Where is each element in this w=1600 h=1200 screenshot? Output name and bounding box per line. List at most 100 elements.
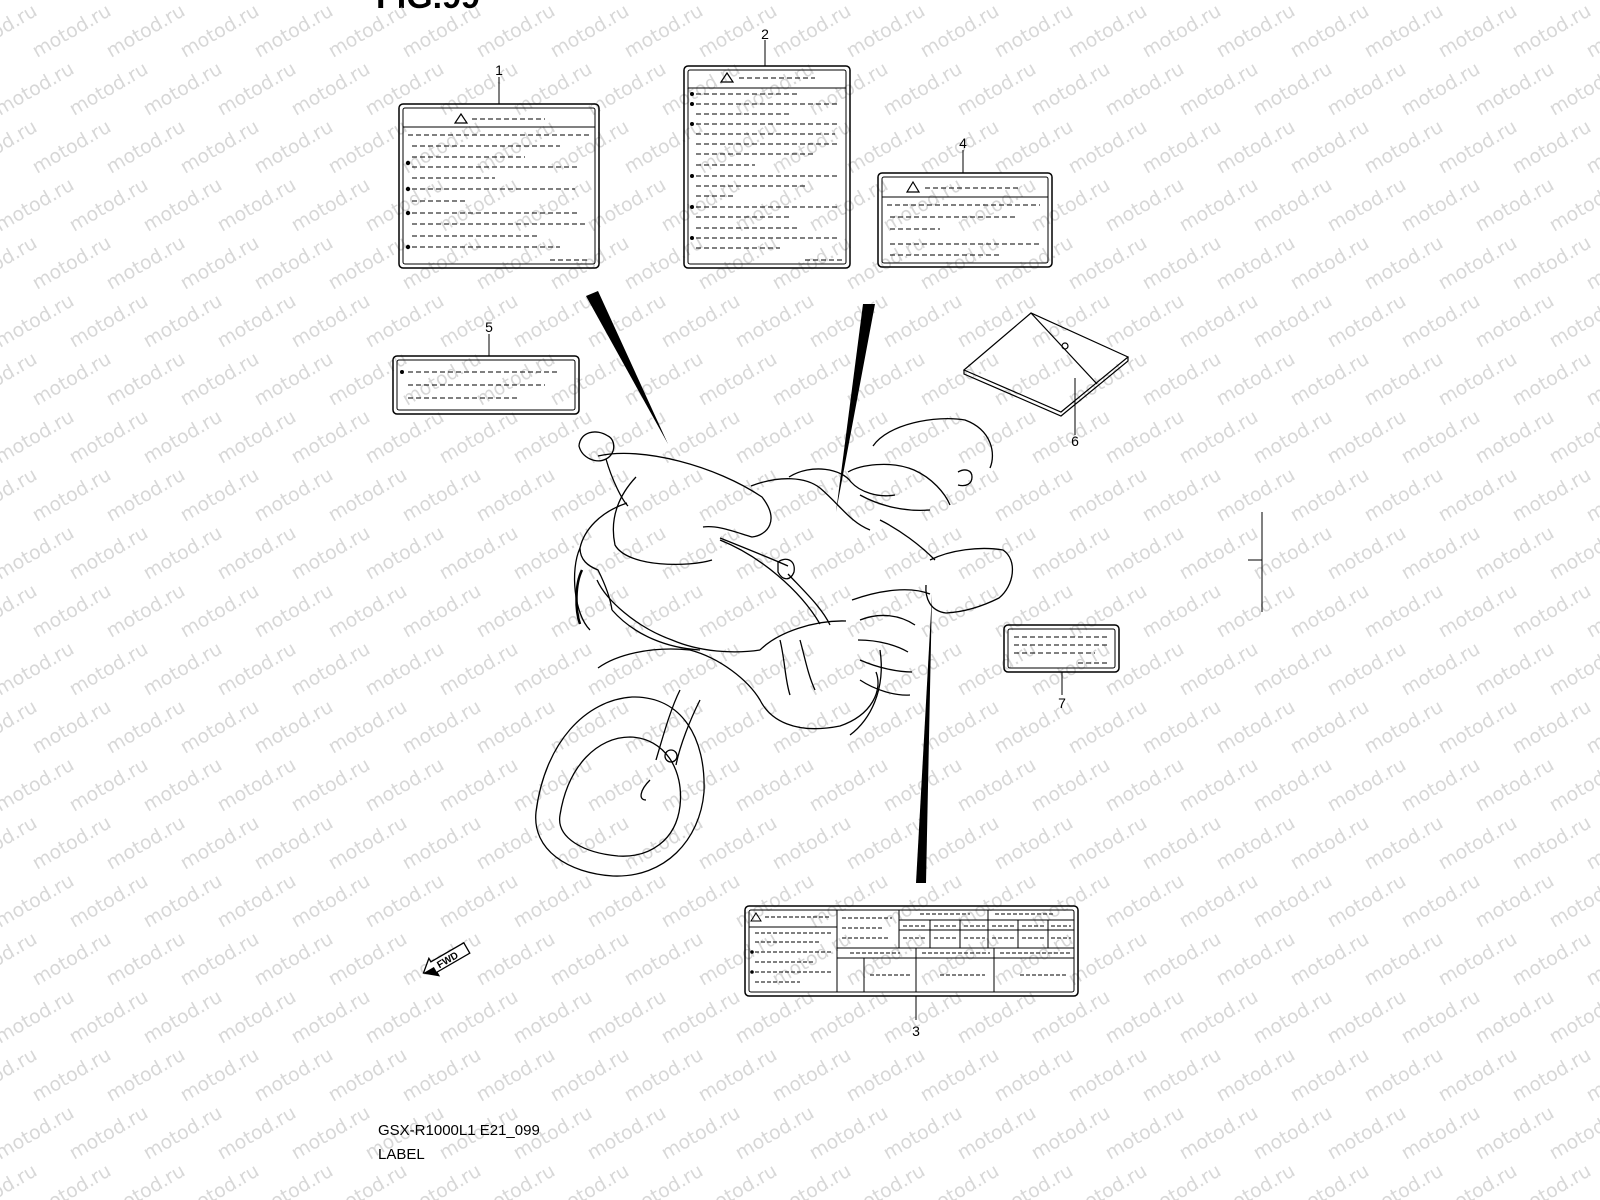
watermark-text: motod.ru (362, 986, 448, 1049)
watermark-text: motod.ru (1435, 116, 1521, 179)
watermark-text: motod.ru (1546, 174, 1600, 237)
watermark-text: motod.ru (1028, 290, 1114, 353)
watermark-text: motod.ru (843, 580, 929, 643)
watermark-text: motod.ru (177, 1160, 263, 1200)
watermark-text: motod.ru (1546, 870, 1600, 933)
motorcycle-outline (535, 418, 1013, 877)
watermark-text: motod.ru (1324, 406, 1410, 469)
watermark-text: motod.ru (1176, 58, 1262, 121)
watermark-text: motod.ru (1435, 0, 1521, 62)
watermark-text: motod.ru (325, 232, 411, 295)
watermark-text: motod.ru (1435, 1160, 1521, 1200)
watermark-text: motod.ru (251, 232, 337, 295)
watermark-text: motod.ru (510, 522, 596, 585)
watermark-text: motod.ru (806, 0, 892, 4)
watermark-text: motod.ru (436, 638, 522, 701)
watermark-text: motod.ru (251, 1044, 337, 1107)
watermark-text: motod.ru (584, 754, 670, 817)
watermark-text: motod.ru (362, 522, 448, 585)
label-1[interactable] (398, 103, 600, 269)
watermark-text: motod.ru (880, 58, 966, 121)
watermark-text: motod.ru (1509, 348, 1595, 411)
label-5[interactable] (392, 355, 580, 415)
watermark-text: motod.ru (1509, 1160, 1595, 1200)
watermark-text: motod.ru (1398, 290, 1484, 353)
watermark-text: motod.ru (0, 754, 78, 817)
watermark-text: motod.ru (1139, 232, 1225, 295)
watermark-text: motod.ru (1287, 0, 1373, 62)
watermark-text: motod.ru (1065, 1044, 1151, 1107)
watermark-text: motod.ru (843, 1044, 929, 1107)
watermark-text: motod.ru (66, 986, 152, 1049)
watermark-text: motod.ru (1287, 464, 1373, 527)
watermark-text: motod.ru (29, 464, 115, 527)
watermark-text: motod.ru (66, 870, 152, 933)
watermark-text: motod.ru (732, 58, 818, 121)
watermark-text: motod.ru (658, 638, 744, 701)
watermark-text: motod.ru (1435, 348, 1521, 411)
watermark-text: motod.ru (1250, 0, 1336, 4)
watermark-text: motod.ru (436, 290, 522, 353)
watermark-text: motod.ru (399, 580, 485, 643)
watermark-text: motod.ru (1139, 116, 1225, 179)
watermark-text: motod.ru (584, 58, 670, 121)
callout-2: 2 (761, 26, 769, 42)
watermark-text: motod.ru (1472, 1102, 1558, 1165)
watermark-text: motod.ru (732, 1102, 818, 1165)
watermark-text: motod.ru (473, 1044, 559, 1107)
watermark-text: motod.ru (1176, 870, 1262, 933)
watermark-text: motod.ru (1250, 986, 1336, 1049)
watermark-text: motod.ru (1435, 812, 1521, 875)
callout-4: 4 (959, 135, 967, 151)
watermark-text: motod.ru (1139, 0, 1225, 62)
watermark-text: motod.ru (1287, 1044, 1373, 1107)
watermark-text: motod.ru (1361, 580, 1447, 643)
watermark-text: motod.ru (510, 870, 596, 933)
label-6[interactable] (962, 312, 1130, 417)
watermark-text: motod.ru (1287, 116, 1373, 179)
watermark-text: motod.ru (1102, 0, 1188, 4)
watermark-text: motod.ru (1102, 986, 1188, 1049)
watermark-text: motod.ru (1398, 1102, 1484, 1165)
watermark-text: motod.ru (1065, 0, 1151, 62)
watermark-text: motod.ru (288, 1102, 374, 1165)
watermark-text: motod.ru (584, 406, 670, 469)
watermark-text: motod.ru (214, 638, 300, 701)
watermark-text: motod.ru (732, 406, 818, 469)
watermark-text: motod.ru (1139, 348, 1225, 411)
watermark-text: motod.ru (140, 638, 226, 701)
watermark-text: motod.ru (399, 812, 485, 875)
watermark-text: motod.ru (1250, 638, 1336, 701)
watermark-text: motod.ru (658, 1102, 744, 1165)
watermark-text: motod.ru (1509, 116, 1595, 179)
watermark-text: motod.ru (1102, 870, 1188, 933)
label-3[interactable] (744, 905, 1079, 997)
watermark-text: motod.ru (103, 464, 189, 527)
label-2[interactable] (683, 65, 851, 269)
watermark-text: motod.ru (177, 464, 263, 527)
label-4[interactable] (877, 172, 1053, 268)
watermark-text: motod.ru (991, 1044, 1077, 1107)
watermark-text: motod.ru (473, 232, 559, 295)
watermark-text: motod.ru (510, 638, 596, 701)
watermark-text: motod.ru (584, 522, 670, 585)
watermark-text: motod.ru (325, 1160, 411, 1200)
watermark-text: motod.ru (806, 986, 892, 1049)
watermark-text: motod.ru (547, 116, 633, 179)
watermark-text: motod.ru (769, 116, 855, 179)
watermark-text: motod.ru (806, 870, 892, 933)
watermark-text: motod.ru (1176, 754, 1262, 817)
watermark-text: motod.ru (103, 232, 189, 295)
watermark-text: motod.ru (1546, 1102, 1600, 1165)
watermark-text: motod.ru (140, 754, 226, 817)
watermark-text: motod.ru (880, 986, 966, 1049)
watermark-text: motod.ru (214, 986, 300, 1049)
watermark-text: motod.ru (658, 174, 744, 237)
watermark-text: motod.ru (325, 348, 411, 411)
watermark-text: motod.ru (1435, 232, 1521, 295)
watermark-text: motod.ru (880, 522, 966, 585)
watermark-text: motod.ru (66, 522, 152, 585)
watermark-text: motod.ru (954, 986, 1040, 1049)
watermark-text: motod.ru (288, 986, 374, 1049)
watermark-text: motod.ru (325, 812, 411, 875)
